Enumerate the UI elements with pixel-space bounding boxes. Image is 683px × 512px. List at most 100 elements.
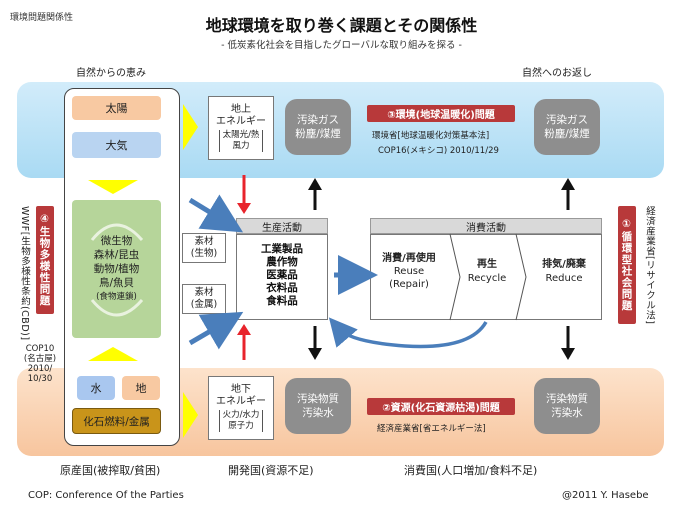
red-arrow-down-head <box>237 203 251 214</box>
product-1: 工業製品 <box>261 243 303 255</box>
underground-energy-sub: 火力/水力 原子力 <box>218 410 264 432</box>
product-5: 食料品 <box>266 295 298 307</box>
pollution-matter-left: 汚染物質 汚染水 <box>285 378 351 434</box>
page-title: 地球環境を取り巻く課題とその関係性 <box>205 16 478 35</box>
bio-note: (食物連鎖) <box>96 292 137 302</box>
consumption-header: 消費活動 <box>370 218 602 234</box>
material-bio-box: 素材 (生物) <box>182 233 226 263</box>
earth-box: 地 <box>122 376 160 400</box>
recycle-text: 再生 Recycle <box>456 258 518 286</box>
blue-arrow-into-production-bottom <box>188 311 244 350</box>
issue-biodiversity-notes: COP10 (名古屋) 2010/ 10/30 <box>20 344 60 384</box>
production-box <box>236 234 328 320</box>
production-items: 工業製品 農作物 医薬品 衣料品 食料品 <box>236 243 328 308</box>
yellow-arrow-sky <box>183 104 198 150</box>
pollution-matter-right-2: 汚染水 <box>551 407 583 419</box>
label-return-to-nature: 自然へのお返し <box>522 68 592 79</box>
issue-climate-note-1: 環境省[地球温暖化対策基本法] <box>372 131 490 141</box>
pollution-gas-right-1: 汚染ガス <box>546 114 588 126</box>
yellow-arrow-up <box>88 347 138 361</box>
issue-climate-banner: ③環境(地球温暖化)問題 <box>367 105 515 122</box>
pollution-matter-left-2: 汚染水 <box>302 407 334 419</box>
label-nature-gifts: 自然からの恵み <box>76 68 146 79</box>
pollution-matter-left-1: 汚染物質 <box>297 393 339 405</box>
reuse-en: Reuse <box>393 266 425 277</box>
product-4: 衣料品 <box>266 282 298 294</box>
issue-biodiversity-vertical: WWF[生物多様性条約(CBD)] <box>19 206 30 341</box>
air-box: 大気 <box>72 132 161 158</box>
production-header: 生産活動 <box>236 218 328 234</box>
issue-recycling-banner: ①循環型社会問題 <box>618 206 636 324</box>
biology-text: 微生物 森林/昆虫 動物/植物 鳥/魚貝 (食物連鎖) <box>72 234 161 304</box>
yellow-arrow-ground <box>183 392 198 438</box>
black-arrow-down-left-head <box>308 348 322 360</box>
pollution-matter-right-1: 汚染物質 <box>546 393 588 405</box>
consumption-box <box>370 234 602 320</box>
blue-arrow-recycle-loop <box>328 317 488 349</box>
red-arrow-up-head <box>237 324 251 335</box>
underground-energy-sub-2: 原子力 <box>228 421 254 431</box>
reduce-text: 排気/廃棄 Reduce <box>528 258 600 286</box>
pollution-gas-left-1: 汚染ガス <box>297 114 339 126</box>
issue-resource-note: 経済産業省[省エネルギー法] <box>377 424 486 434</box>
bio-note-2: (名古屋) <box>23 354 57 364</box>
recycle-en: Recycle <box>467 273 507 284</box>
pollution-gas-left: 汚染ガス 粉塵/煤煙 <box>285 99 351 155</box>
water-box: 水 <box>77 376 115 400</box>
issue-biodiversity-banner: ④生物多様性問題 <box>36 206 54 314</box>
black-arrow-up-right-head <box>561 178 575 190</box>
underground-energy-box: 地下 エネルギー 火力/水力 原子力 <box>208 376 274 440</box>
reuse-text: 消費/再使用 Reuse (Repair) <box>372 252 446 291</box>
bio-note-4: 10/30 <box>27 374 53 384</box>
reduce-title: 排気/廃棄 <box>542 259 586 270</box>
product-3: 医薬品 <box>266 269 298 281</box>
label-consumer-country: 消費国(人口増加/食料不足) <box>404 464 538 477</box>
pollution-gas-left-2: 粉塵/煤煙 <box>295 128 341 140</box>
surface-energy-title-2: エネルギー <box>216 116 266 127</box>
recycle-title: 再生 <box>477 259 497 270</box>
bio-line-4: 鳥/魚貝 <box>98 277 135 289</box>
bio-note-1: COP10 <box>25 344 55 354</box>
surface-energy-title-1: 地上 <box>231 104 251 115</box>
issue-climate-note-2: COP16(メキシコ) 2010/11/29 <box>378 146 499 156</box>
reuse-divider <box>449 233 461 321</box>
reduce-en: Reduce <box>545 273 583 284</box>
page-tag: 環境問題関係性 <box>10 13 74 23</box>
fossil-box: 化石燃料/金属 <box>72 408 161 434</box>
label-origin-country: 原産国(被搾取/貧困) <box>60 464 161 477</box>
surface-energy-sub-1: 太陽光/熱 <box>222 130 260 140</box>
surface-energy-sub-2: 風力 <box>232 141 250 151</box>
pollution-matter-right: 汚染物質 汚染水 <box>534 378 600 434</box>
material-metal-2: (金属) <box>190 299 218 310</box>
recycle-divider <box>515 233 527 321</box>
surface-energy-box: 地上 エネルギー 太陽光/熱 風力 <box>208 96 274 160</box>
yellow-arrow-down <box>88 180 138 194</box>
product-2: 農作物 <box>266 256 298 268</box>
pollution-gas-right: 汚染ガス 粉塵/煤煙 <box>534 99 600 155</box>
page-subtitle: - 低炭素化社会を目指したグローバルな取り組みを探る - <box>221 40 462 51</box>
underground-energy-title-2: エネルギー <box>216 396 266 407</box>
bio-line-1: 微生物 <box>100 235 133 247</box>
black-arrow-down-right-head <box>561 348 575 360</box>
blue-arrow-into-production-top <box>188 194 244 233</box>
label-developing-country: 開発国(資源不足) <box>228 464 314 477</box>
reuse-title: 消費/再使用 <box>382 253 436 264</box>
underground-energy-title-1: 地下 <box>231 384 251 395</box>
footer-copyright: @2011 Y. Hasebe <box>562 490 649 501</box>
material-metal-box: 素材 (金属) <box>182 284 226 314</box>
issue-recycling-vertical: 経済産業省[リサイクル法] <box>644 206 655 325</box>
material-bio-2: (生物) <box>190 248 218 259</box>
bio-line-3: 動物/植物 <box>93 263 140 275</box>
reuse-sub: (Repair) <box>389 279 429 290</box>
black-arrow-up-left-head <box>308 178 322 190</box>
material-metal-1: 素材 <box>194 287 214 298</box>
footer-cop: COP: Conference Of the Parties <box>28 490 184 501</box>
material-bio-1: 素材 <box>194 236 214 247</box>
sun-box: 太陽 <box>72 96 161 120</box>
bio-line-2: 森林/昆虫 <box>93 249 140 261</box>
bio-note-3: 2010/ <box>27 364 53 374</box>
pollution-gas-right-2: 粉塵/煤煙 <box>544 128 590 140</box>
food-chain-cycle-icon <box>90 223 144 317</box>
